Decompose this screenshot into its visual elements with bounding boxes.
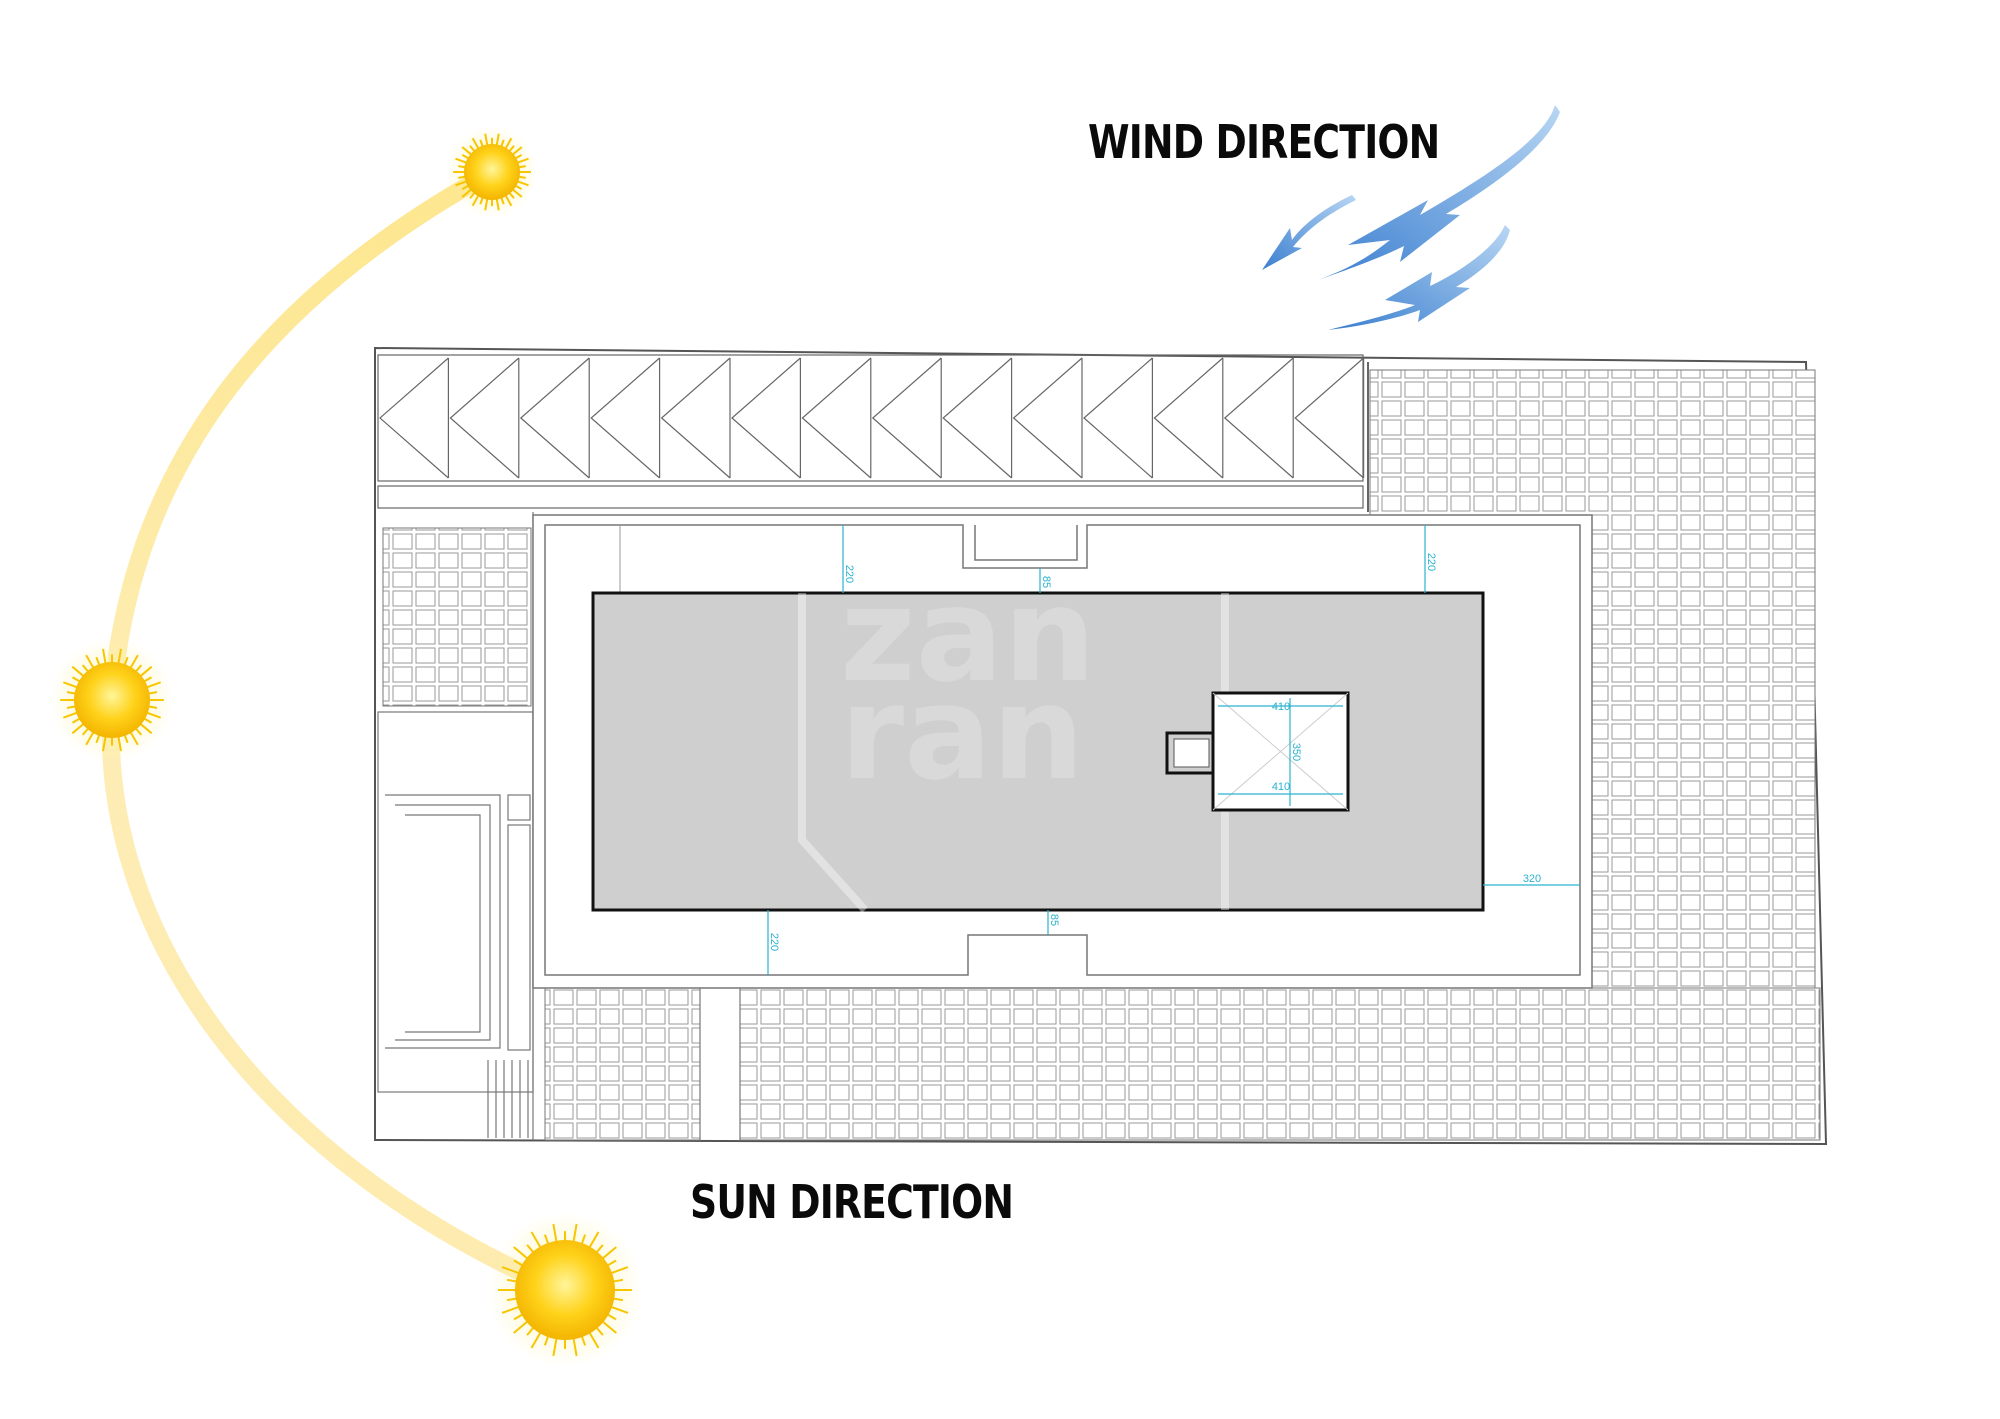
dim-stair-depth: 350 [1290, 743, 1302, 761]
planter-chevron [801, 357, 872, 479]
dim-bottom-notch: 85 [1048, 914, 1060, 926]
sun-direction-label: SUN DIRECTION [690, 1175, 1014, 1229]
sun-icon [487, 1212, 643, 1368]
dimension-lines [767, 525, 1580, 975]
sun-ray [455, 157, 468, 165]
roof-access [1165, 691, 1350, 812]
planter-chevron [871, 357, 942, 479]
side-garden [377, 512, 741, 1140]
sun-ray [516, 179, 529, 187]
sun-ray [495, 133, 500, 147]
planter-strip [377, 354, 1369, 512]
sun-ray [516, 157, 529, 165]
sun-ray [484, 197, 489, 211]
wind-arrow-icon [1318, 105, 1560, 280]
sun-ray [471, 137, 480, 151]
sun-ray [495, 197, 500, 211]
sun-ray [471, 193, 480, 207]
planter-chevron [1083, 357, 1153, 479]
wind-arrow-icon [1262, 195, 1356, 270]
wind-arrows [1262, 105, 1560, 330]
sun-ray [511, 187, 523, 198]
sun-ray [484, 133, 489, 147]
planter-chevron [1153, 357, 1224, 479]
sun-ray [511, 146, 523, 157]
dim-stair-bottom: 410 [1272, 781, 1290, 793]
planter-chevron [519, 357, 590, 479]
planter-chevron [1294, 357, 1364, 479]
wind-arrow-icon [1328, 225, 1510, 330]
wind-direction-label: WIND DIRECTION [1088, 115, 1440, 169]
watermark-line1: zan [840, 559, 1096, 711]
sun-ray [455, 179, 468, 187]
dim-right: 320 [1523, 873, 1541, 885]
planter-chevron [731, 357, 801, 479]
planter-chevron [449, 357, 520, 479]
site-boundary [374, 346, 1828, 1146]
planter-chevron [942, 357, 1012, 479]
sun-icon [50, 638, 174, 762]
planter-chevron [590, 357, 660, 479]
dim-top-left: 220 [843, 565, 855, 583]
planter-chevron [379, 357, 449, 479]
watermark-line2: ran [840, 657, 1084, 809]
planter-chevron [1223, 357, 1294, 479]
dim-top-notch: 85 [1040, 576, 1052, 588]
dim-top-right: 220 [1425, 553, 1437, 571]
planter-chevron [1012, 357, 1083, 479]
sun-ray [461, 187, 473, 198]
planter-chevron [660, 357, 731, 479]
sun-ray [504, 137, 513, 151]
sun-ray [461, 146, 473, 157]
dimension-labels: 220 85 220 320 220 85 410 350 410 [768, 553, 1541, 951]
watermark: zan ran [798, 559, 1229, 913]
dim-bottom-left: 220 [768, 933, 780, 951]
sun-ray [504, 193, 513, 207]
sun-icon [446, 126, 538, 218]
dim-stair-top: 410 [1272, 701, 1290, 713]
